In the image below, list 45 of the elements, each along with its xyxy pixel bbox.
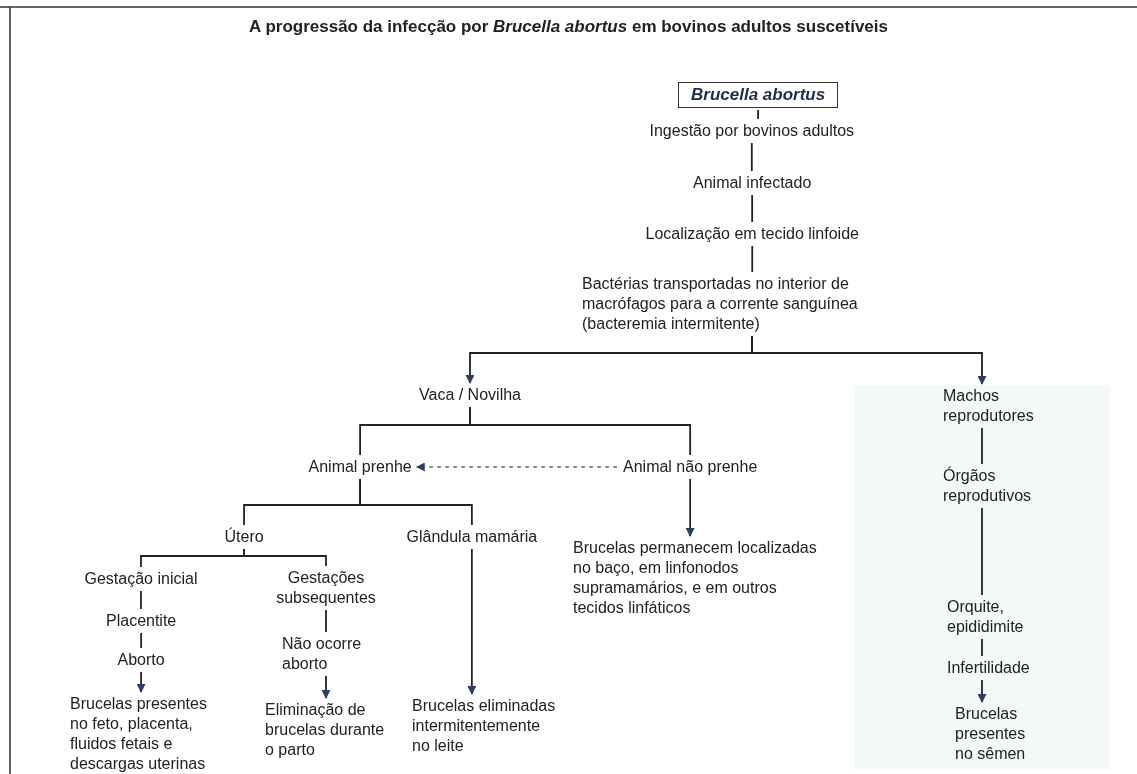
- diagram-title: A progressão da infecção por Brucella abortus em bovinos adultos suscetíveis: [248, 17, 889, 37]
- step-label: Gestações subsequentes: [258, 568, 394, 608]
- arrow: [467, 548, 477, 695]
- step-label: Brucelas permanecem localizadas no baço, em linfonodos supramamários, e em outros tecidos linfáticos: [573, 538, 818, 618]
- connector-line: [140, 632, 143, 649]
- step-label: Vaca / Novilha: [419, 385, 521, 405]
- connector-line: [751, 194, 754, 223]
- connector-line: [469, 406, 692, 456]
- connector-line: [981, 507, 983, 596]
- step-label: Aborto: [117, 650, 165, 670]
- connector-line: [757, 109, 759, 120]
- arrow: [751, 335, 987, 385]
- step-label: Animal não prenhe: [623, 457, 758, 477]
- step-label: Machos reprodutores: [943, 386, 1063, 426]
- step-label: Brucelas eliminadas intermitentemente no leite: [412, 696, 558, 756]
- connector-line: [981, 427, 983, 465]
- step-label: Animal infectado: [693, 173, 812, 193]
- connector-line: [359, 478, 473, 526]
- step-label: Brucelas presentes no sêmen: [955, 704, 1041, 764]
- arrow: [977, 679, 987, 703]
- connector-line: [243, 548, 327, 567]
- step-label: Bactérias transportadas no interior de macrófagos para a corrente sanguínea (bacteremia intermitente): [582, 274, 922, 334]
- step-label: Órgãos reprodutivos: [943, 466, 1063, 506]
- step-label: Brucelas presentes no feto, placenta, fluidos fetais e descargas uterinas: [70, 694, 213, 774]
- title-box: Brucella abortus: [678, 82, 839, 108]
- arrow: [685, 478, 695, 537]
- arrow: [415, 462, 618, 472]
- step-label: Útero: [224, 527, 264, 547]
- step-label: Gestação inicial: [84, 569, 198, 589]
- step-label: Não ocorre aborto: [282, 634, 392, 674]
- step-label: Orquite, epididimite: [947, 597, 1067, 637]
- step-label: Eliminação de brucelas durante o parto: [265, 700, 388, 760]
- connector-line: [751, 245, 754, 273]
- step-label: Ingestão por bovinos adultos: [649, 121, 855, 141]
- connector-line: [981, 638, 983, 657]
- step-label: Infertilidade: [947, 658, 1030, 678]
- arrow: [321, 675, 331, 699]
- step-label: Localização em tecido linfoide: [645, 224, 859, 244]
- connector-line: [140, 590, 142, 610]
- connector-line: [325, 609, 327, 633]
- connector-line: [750, 142, 753, 172]
- step-label: Placentite: [106, 611, 177, 631]
- step-label: Animal prenhe: [308, 457, 412, 477]
- step-label: Glândula mamária: [406, 527, 538, 547]
- arrow: [136, 671, 146, 693]
